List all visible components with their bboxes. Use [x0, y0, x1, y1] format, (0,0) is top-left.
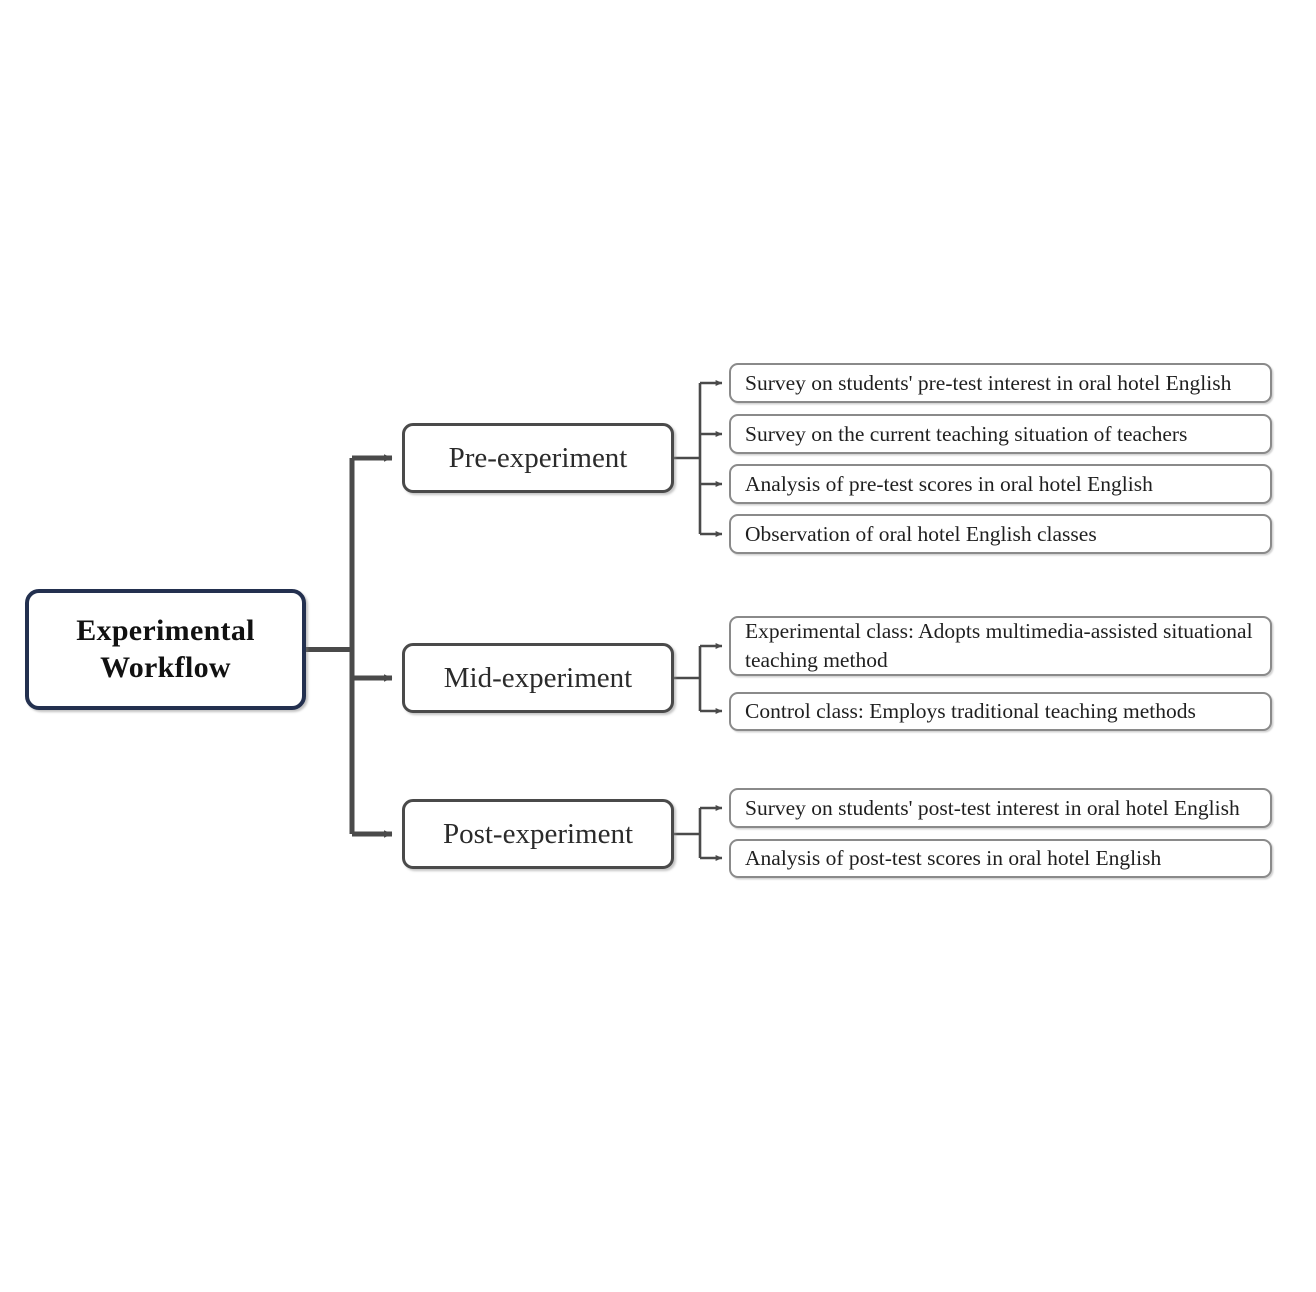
node-mid-experiment[interactable]: Mid-experiment	[402, 643, 674, 713]
leaf-post-experiment-2[interactable]: Analysis of post-test scores in oral hot…	[729, 839, 1272, 878]
node-pre-experiment-label: Pre-experiment	[448, 441, 628, 474]
pre-experiment-fanout-connectors	[674, 380, 723, 537]
leaf-mid-experiment-1-label: Experimental class: Adopts multimedia-as…	[745, 619, 1253, 672]
leaf-pre-experiment-1[interactable]: Survey on students' pre-test interest in…	[729, 363, 1272, 403]
root-trunk-connector	[306, 458, 355, 834]
leaf-pre-experiment-3-label: Analysis of pre-test scores in oral hote…	[745, 471, 1153, 496]
mid-experiment-fanout-connectors	[674, 643, 723, 714]
leaf-pre-experiment-2[interactable]: Survey on the current teaching situation…	[729, 414, 1272, 454]
leaf-mid-experiment-2-label: Control class: Employs traditional teach…	[745, 699, 1196, 724]
leaf-pre-experiment-2-label: Survey on the current teaching situation…	[745, 421, 1188, 446]
root-label-line2: Workflow	[100, 650, 231, 684]
node-experimental-workflow[interactable]: Experimental Workflow	[25, 589, 306, 710]
leaf-post-experiment-1-label: Survey on students' post-test interest i…	[745, 795, 1240, 820]
leaf-pre-experiment-4[interactable]: Observation of oral hotel English classe…	[729, 514, 1272, 554]
node-post-experiment-label: Post-experiment	[442, 817, 634, 850]
root-label-line1: Experimental	[76, 613, 255, 647]
node-post-experiment[interactable]: Post-experiment	[402, 799, 674, 869]
post-experiment-fanout-connectors	[674, 805, 723, 861]
node-pre-experiment[interactable]: Pre-experiment	[402, 423, 674, 493]
node-mid-experiment-label: Mid-experiment	[443, 661, 633, 694]
leaf-mid-experiment-2[interactable]: Control class: Employs traditional teach…	[729, 692, 1272, 731]
leaf-pre-experiment-4-label: Observation of oral hotel English classe…	[745, 521, 1097, 546]
leaf-post-experiment-2-label: Analysis of post-test scores in oral hot…	[745, 846, 1162, 871]
leaf-mid-experiment-1[interactable]: Experimental class: Adopts multimedia-as…	[729, 616, 1272, 676]
leaf-pre-experiment-1-label: Survey on students' pre-test interest in…	[745, 370, 1232, 395]
leaf-pre-experiment-3[interactable]: Analysis of pre-test scores in oral hote…	[729, 464, 1272, 504]
leaf-post-experiment-1[interactable]: Survey on students' post-test interest i…	[729, 788, 1272, 828]
node-experimental-workflow-label: Experimental Workflow	[76, 613, 255, 686]
